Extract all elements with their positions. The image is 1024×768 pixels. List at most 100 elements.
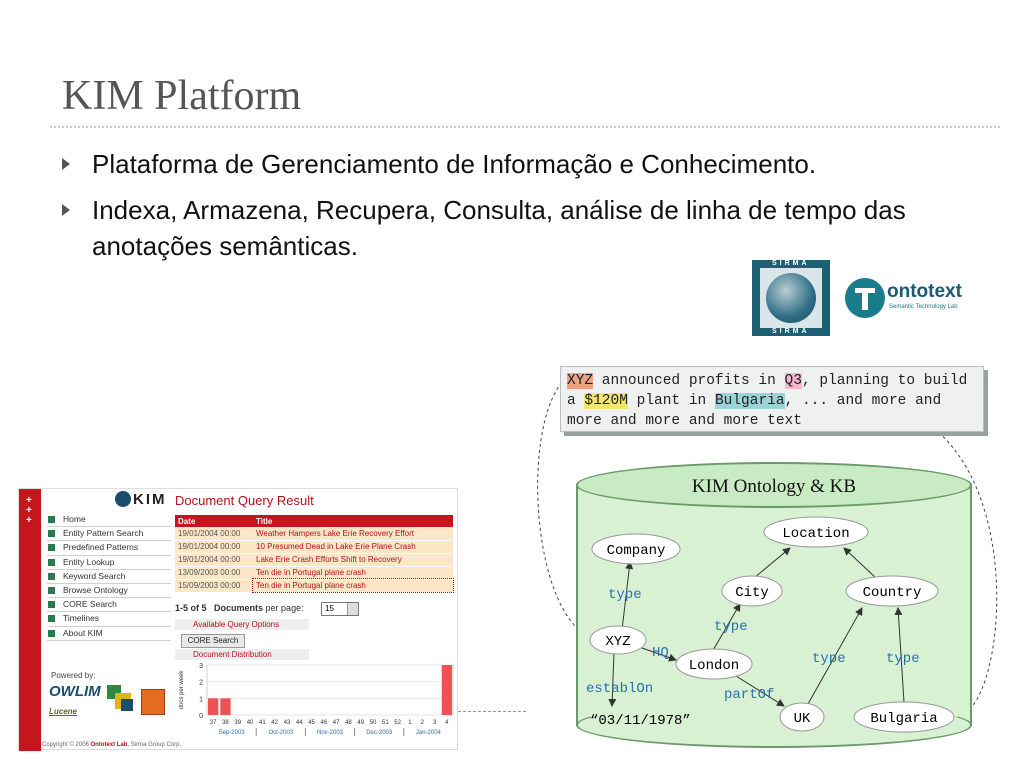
node-city: City [735, 585, 769, 601]
row-title-link[interactable]: Ten die in Portugal plane crash [252, 578, 454, 593]
partner-logos [107, 685, 171, 715]
kim-nav-item-home[interactable]: Home [47, 513, 171, 528]
kim-nav-item-entity-lookup[interactable]: Entity Lookup [47, 556, 171, 570]
ontology-cylinder: KIM Ontology & KB Location Company City … [576, 462, 972, 748]
chart-bar [220, 698, 231, 715]
edge-xyz-date [608, 651, 617, 707]
arrow-right-icon [48, 544, 55, 552]
relation-type-label: type [608, 587, 642, 603]
kim-nav-item-entity-pattern-search[interactable]: Entity Pattern Search [47, 527, 171, 542]
node-uk-shape [779, 702, 825, 732]
arrow-right-icon [48, 516, 55, 523]
chart-xtick-label: 49 [357, 720, 364, 726]
document-query-result-title: Document Query Result [175, 493, 314, 508]
kim-nav-item-about[interactable]: About KIM [47, 627, 171, 641]
powered-by-label: Powered by: [51, 671, 96, 680]
row-title-link[interactable]: Weather Hampers Lake Erie Recovery Effor… [253, 527, 453, 541]
kim-logo: KIM [115, 491, 167, 508]
chart-month-label: Jan-2004 [416, 730, 442, 736]
plus-icon: + [26, 515, 32, 526]
sirma-emblem-icon [766, 273, 816, 323]
chart-xtick-label: 38 [222, 720, 229, 726]
arrow-right-icon [48, 601, 55, 609]
annotation-text: announced profits in [593, 373, 785, 389]
kim-app-screenshot: + + + KIM Home Entity Pattern Search Pre… [18, 488, 458, 751]
bullet-list: Plataforma de Gerenciamento de Informaçã… [62, 146, 1002, 274]
slide-title: KIM Platform [62, 73, 302, 119]
paging-suffix: per page: [263, 603, 304, 613]
column-header-title[interactable]: Title [253, 515, 453, 527]
node-bulgaria: Bulgaria [870, 711, 937, 727]
annotation-organization[interactable]: XYZ [567, 373, 594, 389]
chart-xtick-label: 40 [247, 720, 254, 726]
node-bulgaria-shape [853, 701, 955, 733]
node-uk: UK [794, 711, 811, 727]
chart-xtick-label: 2 [421, 720, 425, 726]
per-page-select[interactable]: 15 [321, 602, 359, 616]
column-header-date[interactable]: Date [175, 515, 253, 527]
row-title-link[interactable]: Lake Erie Crash Efforts Shift to Recover… [253, 553, 453, 567]
row-date: 19/01/2004 00:00 [175, 527, 253, 541]
kim-nav-item-browse-ontology[interactable]: Browse Ontology [47, 584, 171, 599]
kim-nav-item-core-search[interactable]: CORE Search [47, 598, 171, 613]
annotation-text: , ... and more and more and more and mor… [567, 393, 942, 429]
chart-xtick-label: 4 [445, 720, 449, 726]
arrow-right-icon [48, 572, 55, 580]
lucene-logo: Lucene [49, 707, 78, 716]
annotation-money[interactable]: $120M [584, 393, 628, 409]
arrow-right-icon [48, 530, 55, 538]
chevron-down-icon [347, 603, 358, 615]
ontotext-lab-link[interactable]: Ontotext Lab [90, 742, 128, 748]
title-divider [50, 126, 1000, 128]
ontotext-emblem-icon [845, 278, 885, 318]
relation-type-label: type [812, 651, 846, 667]
relation-partof-label: partOf [724, 687, 774, 703]
node-country: Country [863, 585, 922, 601]
chart-xtick-label: 45 [308, 720, 315, 726]
chart-ytick-label: 2 [199, 680, 203, 687]
dashed-divider [458, 711, 526, 712]
core-search-button[interactable]: CORE Search [181, 634, 245, 648]
bullet-text: Plataforma de Gerenciamento de Informaçã… [92, 149, 817, 179]
annotation-location[interactable]: Bulgaria [714, 393, 785, 409]
document-distribution-link[interactable]: Document Distribution [175, 649, 309, 660]
bullet-item: Indexa, Armazena, Recupera, Consulta, an… [62, 192, 1002, 264]
kim-nav-item-predefined-patterns[interactable]: Predefined Patterns [47, 541, 171, 556]
paging-info: 1-5 of 5 Documents per page: [175, 603, 304, 613]
chart-month-label: Sep-2003 [219, 730, 246, 736]
chart-ytick-label: 3 [199, 663, 203, 670]
node-company: Company [607, 543, 666, 559]
kim-nav-item-timelines[interactable]: Timelines [47, 612, 171, 627]
row-title-link[interactable]: 10 Presumed Dead in Lake Erie Plane Cras… [253, 540, 453, 554]
row-title-link[interactable]: Ten die in Portugal plane crash [253, 566, 453, 580]
plus-icon: + [26, 495, 32, 506]
bullet-item: Plataforma de Gerenciamento de Informaçã… [62, 146, 1002, 182]
annotation-text: , planning to build a [567, 373, 968, 409]
node-london-shape [675, 648, 753, 680]
relation-type-label: type [886, 651, 920, 667]
bullet-arrow-icon [62, 158, 70, 170]
kim-nav-item-keyword-search[interactable]: Keyword Search [47, 570, 171, 584]
kim-side-bar: + + + [19, 489, 41, 751]
kim-logo-text: KIM [133, 491, 167, 508]
available-query-options-link[interactable]: Available Query Options [175, 619, 309, 630]
edge-xyz-london [641, 647, 677, 662]
edge-bulgaria-country [894, 607, 905, 703]
ontology-title: KIM Ontology & KB [691, 476, 857, 497]
row-date: 15/09/2003 00:00 [175, 579, 253, 593]
ontotext-wordmark: ontotext [887, 281, 962, 302]
annotation-date[interactable]: Q3 [784, 373, 802, 389]
chart-xtick-label: 48 [345, 720, 352, 726]
node-location: Location [782, 526, 849, 542]
arrow-right-icon [48, 629, 55, 637]
edge-london-city [711, 603, 741, 653]
edge-london-uk [735, 675, 785, 707]
relation-type-label: type [714, 619, 748, 635]
node-country-shape [845, 575, 939, 607]
